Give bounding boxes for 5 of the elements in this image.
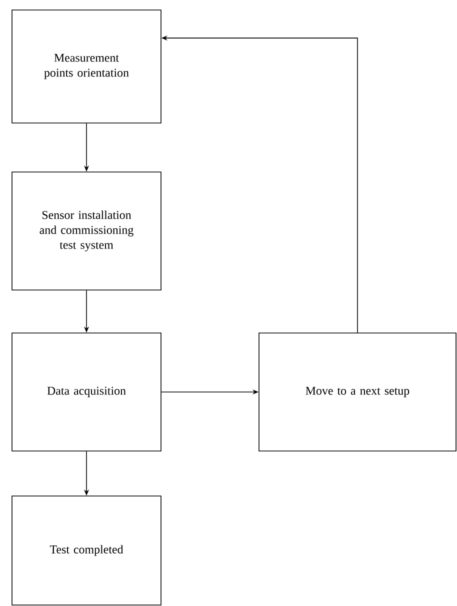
process-box: Sensor installation and commissioning test system [12, 172, 162, 290]
process-box: Move to a next setup [258, 332, 456, 452]
process-box: Measurement points orientation [12, 10, 162, 124]
process-box: Test completed [12, 496, 162, 606]
process-box: Data acquisition [12, 332, 162, 452]
